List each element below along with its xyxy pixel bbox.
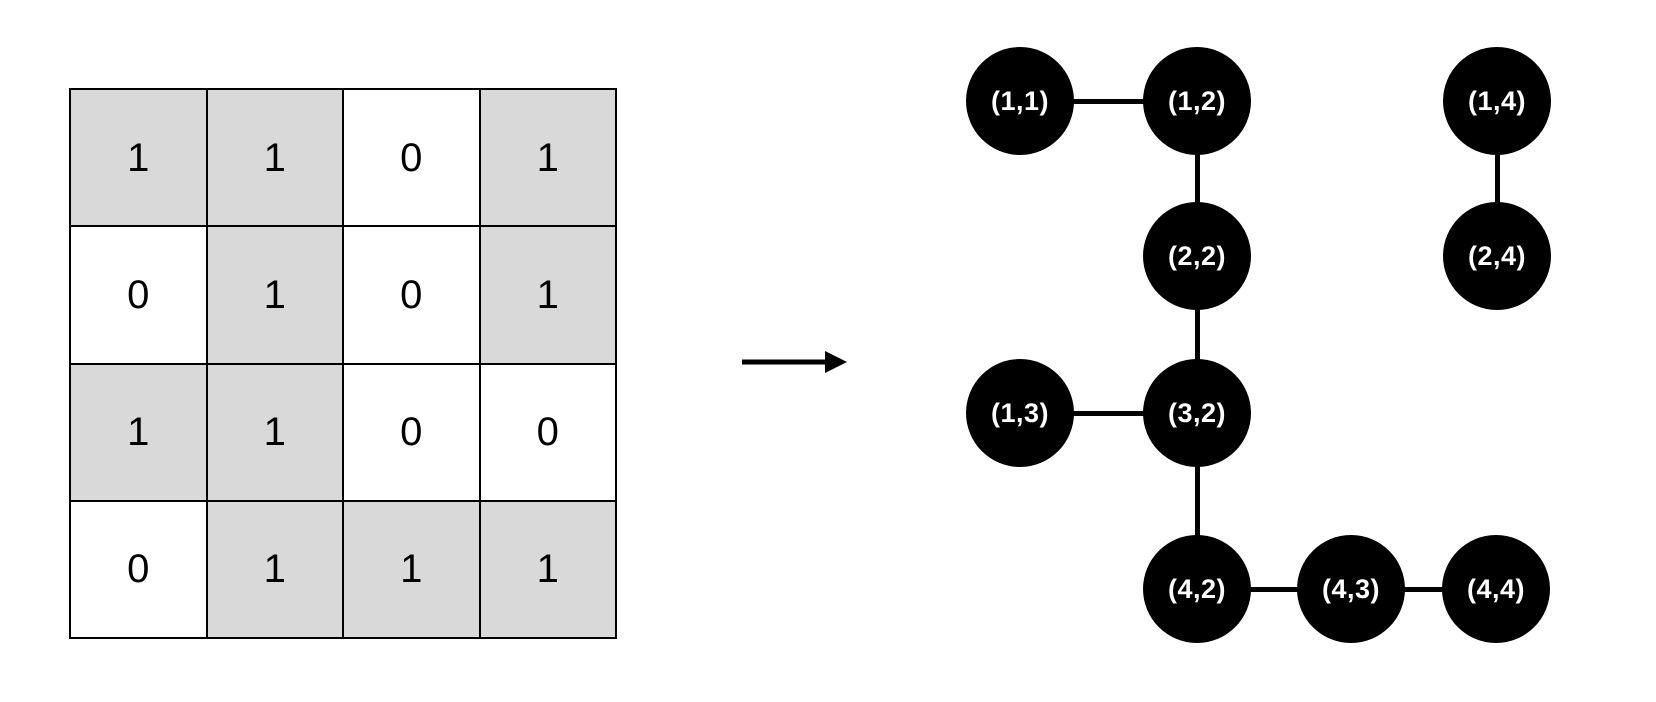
- graph-edge: [1194, 413, 1200, 589]
- matrix-cell: 1: [480, 90, 615, 226]
- matrix-cell: 1: [207, 501, 342, 637]
- matrix-cell: 1: [71, 364, 206, 500]
- arrow-head: [825, 351, 847, 373]
- graph-edge: [1020, 98, 1197, 104]
- arrow-icon: [742, 351, 847, 373]
- matrix-cell: 1: [207, 227, 342, 363]
- graph-edge: [1494, 101, 1500, 256]
- matrix-cell: 0: [71, 227, 206, 363]
- matrix-cell: 1: [344, 501, 479, 637]
- graph-node: (4,4): [1442, 535, 1550, 643]
- matrix-cell: 0: [344, 90, 479, 226]
- graph-node: (3,2): [1143, 359, 1251, 467]
- graph-node: (4,3): [1297, 535, 1405, 643]
- graph-edge: [1194, 256, 1200, 413]
- graph-node: (2,4): [1443, 202, 1551, 310]
- graph-edge: [1194, 101, 1200, 256]
- matrix-cell: 1: [480, 227, 615, 363]
- matrix-cell: 0: [344, 227, 479, 363]
- graph-edge: [1351, 586, 1496, 592]
- graph-edge: [1197, 586, 1351, 592]
- graph-edge: [1020, 410, 1197, 416]
- matrix-cell: 1: [480, 501, 615, 637]
- matrix-cell: 0: [71, 501, 206, 637]
- graph-node: (1,2): [1143, 47, 1251, 155]
- graph-node: (4,2): [1143, 535, 1251, 643]
- matrix-cell: 1: [207, 364, 342, 500]
- matrix-cell: 0: [480, 364, 615, 500]
- graph-node: (1,1): [966, 47, 1074, 155]
- graph-node: (1,4): [1443, 47, 1551, 155]
- matrix-cell: 0: [344, 364, 479, 500]
- graph-node: (2,2): [1143, 202, 1251, 310]
- graph-node: (1,3): [966, 359, 1074, 467]
- matrix-cell: 1: [207, 90, 342, 226]
- matrix-cell: 1: [71, 90, 206, 226]
